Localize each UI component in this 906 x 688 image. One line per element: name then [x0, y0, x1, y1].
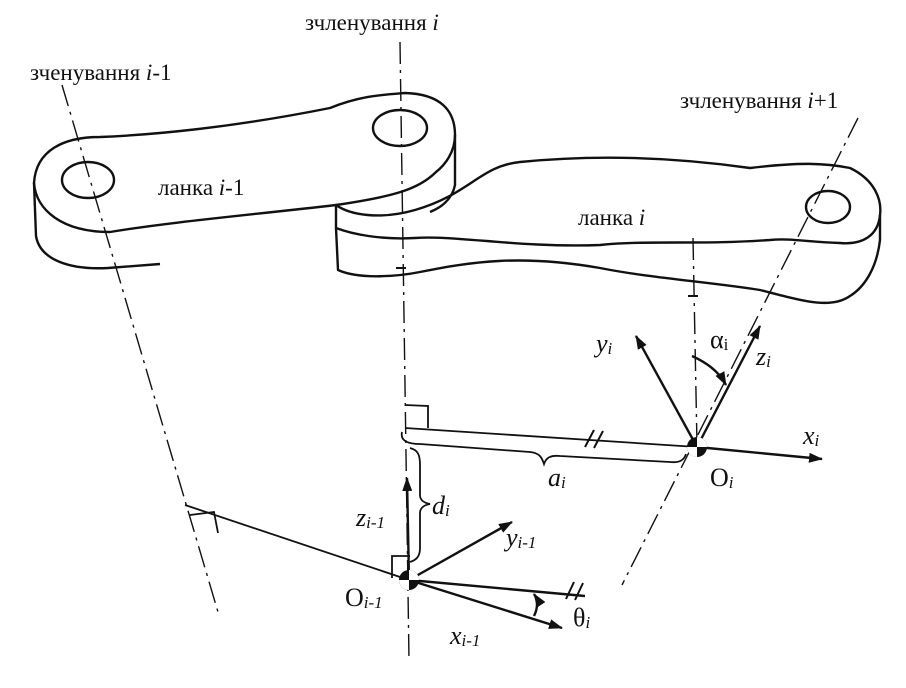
right-angle-top — [404, 404, 429, 428]
braces — [400, 431, 687, 563]
label-yprev: yi-1 — [503, 523, 536, 552]
link-i-body — [334, 156, 882, 305]
label-Oprev: Oi-1 — [345, 583, 383, 612]
label-link-i: ланка i — [578, 205, 645, 230]
zi-axis-arrow — [695, 325, 762, 448]
link-i-1-left-wall — [32, 182, 161, 270]
right-angle-origin — [391, 555, 410, 578]
yprev-axis-arrow — [408, 520, 513, 582]
label-alpha: αi — [710, 325, 729, 354]
label-theta: θi — [573, 603, 590, 632]
alpha-arc — [691, 354, 728, 386]
link-i-top-outline — [334, 156, 882, 247]
origin-i — [687, 437, 707, 457]
axis-zi-link — [692, 237, 698, 446]
label-Oi: Oi — [710, 463, 734, 492]
frame-prev-axes — [402, 477, 586, 630]
joint-axes — [61, 41, 859, 661]
normals — [184, 404, 698, 581]
joint-holes — [60, 108, 852, 225]
tick-marks — [396, 267, 698, 601]
normal-prev — [184, 504, 410, 581]
hole-joint-i — [371, 108, 429, 148]
hole-joint-i+1 — [804, 189, 852, 225]
label-zprev: zi-1 — [355, 503, 385, 532]
normal-a — [404, 427, 698, 448]
label-zi: zi — [755, 342, 771, 371]
zprev-axis-arrow — [402, 477, 413, 581]
label-xi: xi — [802, 421, 820, 450]
parallel-x-line — [408, 578, 586, 598]
axis-joint-i — [399, 41, 410, 661]
label-joint-i-1: зченування i-1 — [30, 60, 171, 85]
axis-joint-i-1 — [61, 84, 219, 613]
hole-joint-i-1 — [60, 160, 116, 200]
link-i-1-right-wall — [429, 135, 457, 214]
frame-i-axes — [634, 325, 823, 463]
label-joint-i+1: зчленування i+1 — [680, 88, 838, 113]
yi-axis-arrow — [634, 335, 699, 448]
brace-d — [409, 447, 431, 563]
link-i-1-body — [32, 91, 457, 270]
label-ai: ai — [548, 463, 566, 492]
label-joint-i: зчленування i — [305, 10, 439, 35]
xprev-axis-arrow — [408, 578, 563, 630]
label-link-i-1: ланка i-1 — [158, 175, 244, 200]
label-xprev: xi-1 — [449, 621, 480, 650]
label-yi: yi — [593, 329, 613, 358]
link-i-front-wall — [334, 215, 882, 305]
axis-joint-i+1 — [621, 117, 859, 586]
theta-arc — [532, 593, 546, 617]
origin-prev — [399, 570, 419, 590]
xi-axis-arrow — [696, 445, 823, 463]
right-angle-left — [189, 511, 219, 534]
brace-a — [400, 431, 687, 467]
link-i-1-top-outline — [32, 91, 457, 234]
label-di: di — [432, 491, 450, 520]
